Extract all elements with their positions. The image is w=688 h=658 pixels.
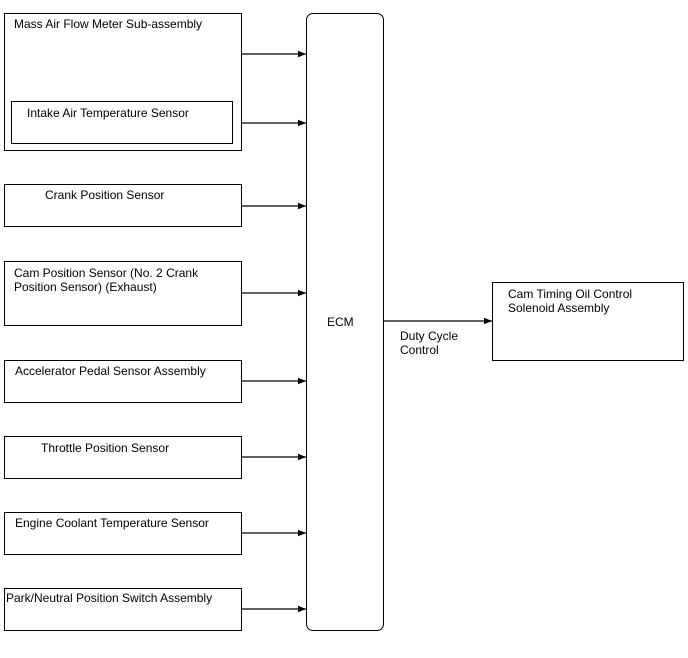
tps-box [4, 436, 242, 479]
maf-label: Mass Air Flow Meter Sub-assembly [14, 17, 203, 31]
iat-box [11, 101, 233, 144]
pnp-label: Park/Neutral Position Switch Assembly [6, 591, 213, 605]
app-label: Accelerator Pedal Sensor Assembly [15, 364, 206, 378]
crank-label: Crank Position Sensor [45, 188, 165, 202]
ocv-label: Cam Timing Oil Control Solenoid Assembly [508, 287, 633, 315]
cam-box [4, 261, 242, 326]
iat-label: Intake Air Temperature Sensor [27, 106, 189, 120]
crank-box [4, 184, 242, 227]
duty-cycle-label: Duty Cycle Control [400, 329, 459, 357]
ocv-box [492, 282, 684, 361]
tps-label: Throttle Position Sensor [41, 441, 170, 455]
app-box [4, 360, 242, 403]
ecm-label: ECM [327, 315, 354, 329]
ect-label: Engine Coolant Temperature Sensor [15, 516, 209, 530]
ecm-box [306, 13, 384, 631]
pnp-box [4, 588, 242, 631]
cam-label: Cam Position Sensor (No. 2 Crank Positio… [14, 266, 199, 294]
ect-box [4, 512, 242, 555]
